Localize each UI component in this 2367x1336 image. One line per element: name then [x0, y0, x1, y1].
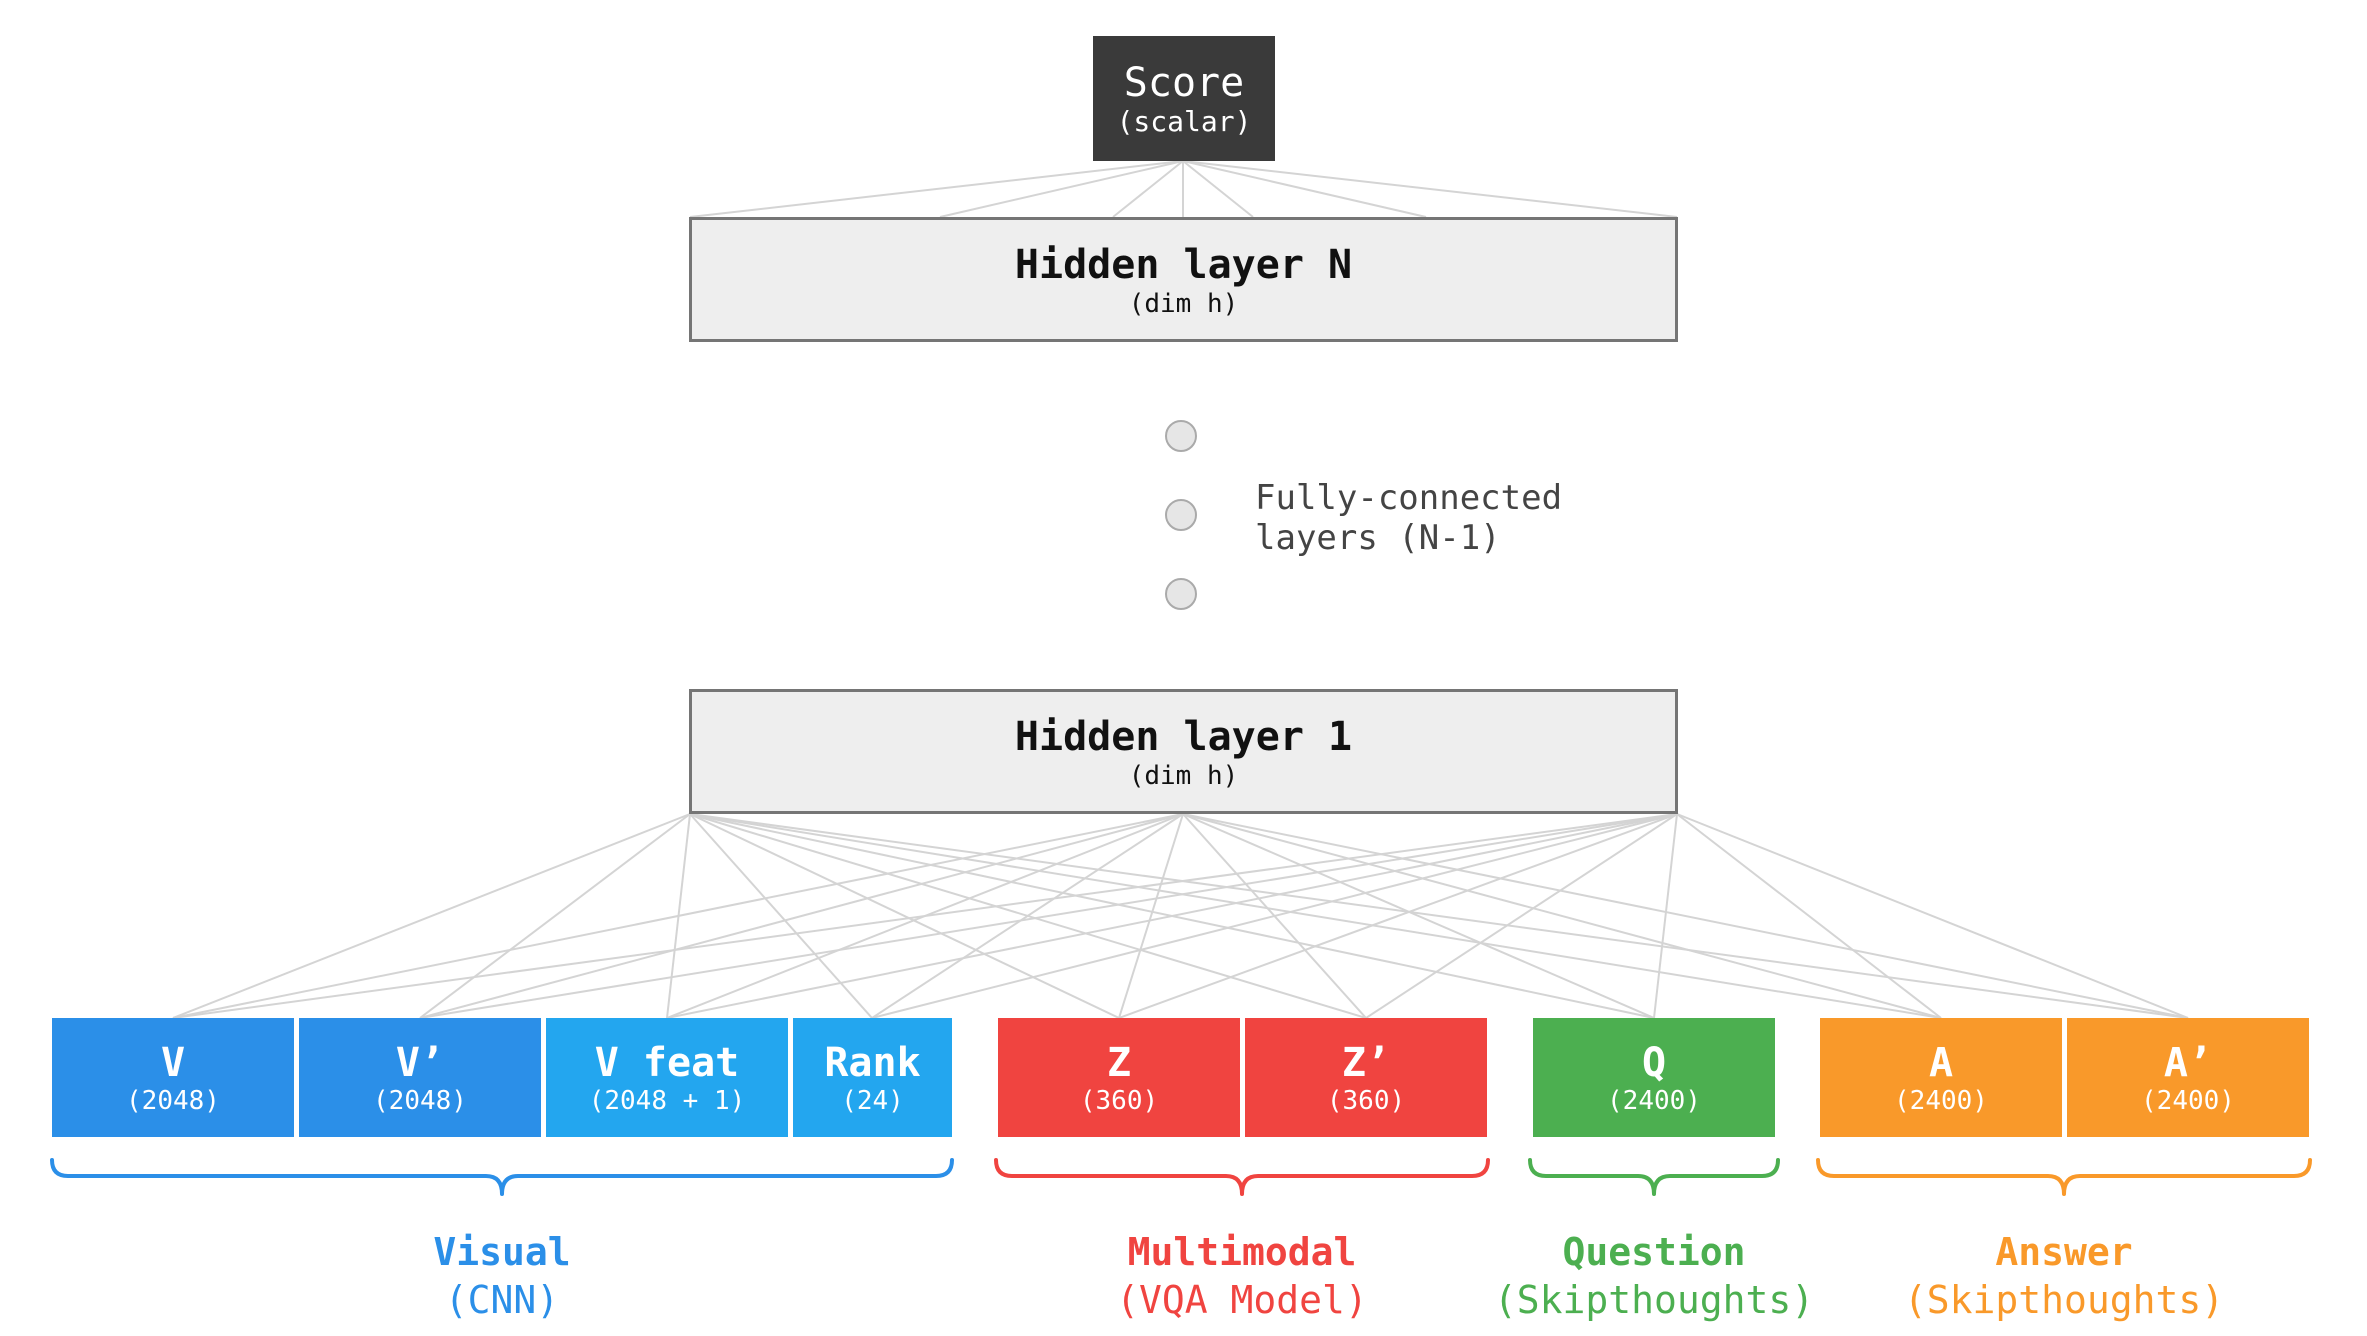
feature-label: V — [160, 1039, 186, 1086]
hidden-layer-n: Hidden layer N (dim h) — [689, 217, 1678, 342]
feature-label: V feat — [594, 1039, 740, 1086]
connection-line — [1182, 813, 1655, 1019]
group-name: Visual — [433, 1230, 571, 1274]
connection-line — [939, 160, 1184, 218]
connection-line — [419, 813, 1184, 1019]
connection-line — [871, 813, 1678, 1019]
connection-line — [1118, 813, 1184, 1019]
connection-line — [1112, 160, 1184, 218]
group-answer: Answer (Skipthoughts) — [1879, 1228, 2249, 1324]
connection-line — [172, 813, 1678, 1019]
group-name: Multimodal — [1127, 1230, 1357, 1274]
feature-z-prime: Z’ (360) — [1245, 1018, 1487, 1137]
connection-line — [689, 813, 1120, 1019]
connection-line — [419, 813, 691, 1019]
feature-q: Q (2400) — [1533, 1018, 1775, 1137]
connection-line — [172, 813, 691, 1019]
connection-line — [172, 813, 1184, 1019]
group-name: Question — [1562, 1230, 1746, 1274]
feature-label: A — [1928, 1039, 1954, 1086]
feature-dim: (24) — [841, 1085, 904, 1116]
feature-label: Rank — [824, 1039, 921, 1086]
ellipsis-dot-2 — [1165, 499, 1197, 531]
score-subtitle: (scalar) — [1116, 104, 1252, 138]
connection-line — [871, 813, 1184, 1019]
connection-line — [689, 813, 873, 1019]
ellipsis-dot-1 — [1165, 420, 1197, 452]
fully-connected-label: Fully-connected layers (N-1) — [1255, 478, 1562, 558]
group-name: Answer — [1995, 1230, 2133, 1274]
feature-label: Z — [1106, 1039, 1132, 1086]
group-source: (Skipthoughts) — [1493, 1278, 1815, 1322]
feature-rank: Rank (24) — [793, 1018, 952, 1137]
feature-dim: (360) — [1079, 1085, 1159, 1116]
connection-line — [1182, 160, 1254, 218]
connection-line — [689, 160, 1184, 218]
group-multimodal: Multimodal (VQA Model) — [1067, 1228, 1417, 1324]
hidden-layer-1-title: Hidden layer 1 — [1014, 713, 1353, 760]
feature-dim: (2048) — [373, 1085, 467, 1116]
connection-line — [1118, 813, 1678, 1019]
connection-line — [1676, 813, 1942, 1019]
connection-line — [1653, 813, 1678, 1019]
connection-line — [689, 813, 1942, 1019]
feature-a-prime: A’ (2400) — [2067, 1018, 2309, 1137]
feature-v-prime: V’ (2048) — [299, 1018, 541, 1137]
score-node: Score (scalar) — [1093, 36, 1275, 161]
score-title: Score — [1123, 59, 1245, 106]
feature-dim: (2048) — [126, 1085, 220, 1116]
connection-line — [1182, 160, 1427, 218]
fc-label-line2: layers (N-1) — [1255, 518, 1501, 558]
feature-dim: (2400) — [1607, 1085, 1701, 1116]
hidden-layer-1-dim: (dim h) — [1128, 760, 1239, 791]
connection-line — [689, 813, 2189, 1019]
hidden-layer-n-title: Hidden layer N — [1014, 241, 1353, 288]
feature-label: A’ — [2163, 1039, 2213, 1086]
group-source: (VQA Model) — [1116, 1278, 1368, 1322]
feature-a: A (2400) — [1820, 1018, 2062, 1137]
feature-z: Z (360) — [998, 1018, 1240, 1137]
ellipsis-dot-3 — [1165, 578, 1197, 610]
connection-line — [1365, 813, 1678, 1019]
connection-line — [666, 813, 1678, 1019]
group-question: Question (Skipthoughts) — [1469, 1228, 1839, 1324]
hidden-layer-1: Hidden layer 1 (dim h) — [689, 689, 1678, 814]
group-source: (Skipthoughts) — [1903, 1278, 2225, 1322]
feature-label: Z’ — [1341, 1039, 1391, 1086]
connection-line — [1676, 813, 2189, 1019]
feature-dim: (360) — [1326, 1085, 1406, 1116]
connection-line — [1182, 813, 2189, 1019]
feature-label: V’ — [395, 1039, 445, 1086]
feature-dim: (2048 + 1) — [588, 1085, 746, 1116]
hidden-layer-n-dim: (dim h) — [1128, 288, 1239, 319]
group-source: (CNN) — [444, 1278, 560, 1322]
connection-line — [419, 813, 1678, 1019]
feature-v: V (2048) — [52, 1018, 294, 1137]
connection-line — [1182, 813, 1942, 1019]
connection-line — [1182, 160, 1678, 218]
fc-label-line1: Fully-connected — [1255, 478, 1563, 518]
group-visual: Visual (CNN) — [352, 1228, 652, 1324]
feature-dim: (2400) — [1894, 1085, 1988, 1116]
feature-dim: (2400) — [2141, 1085, 2235, 1116]
feature-label: Q — [1641, 1039, 1667, 1086]
feature-v-feat: V feat (2048 + 1) — [546, 1018, 788, 1137]
